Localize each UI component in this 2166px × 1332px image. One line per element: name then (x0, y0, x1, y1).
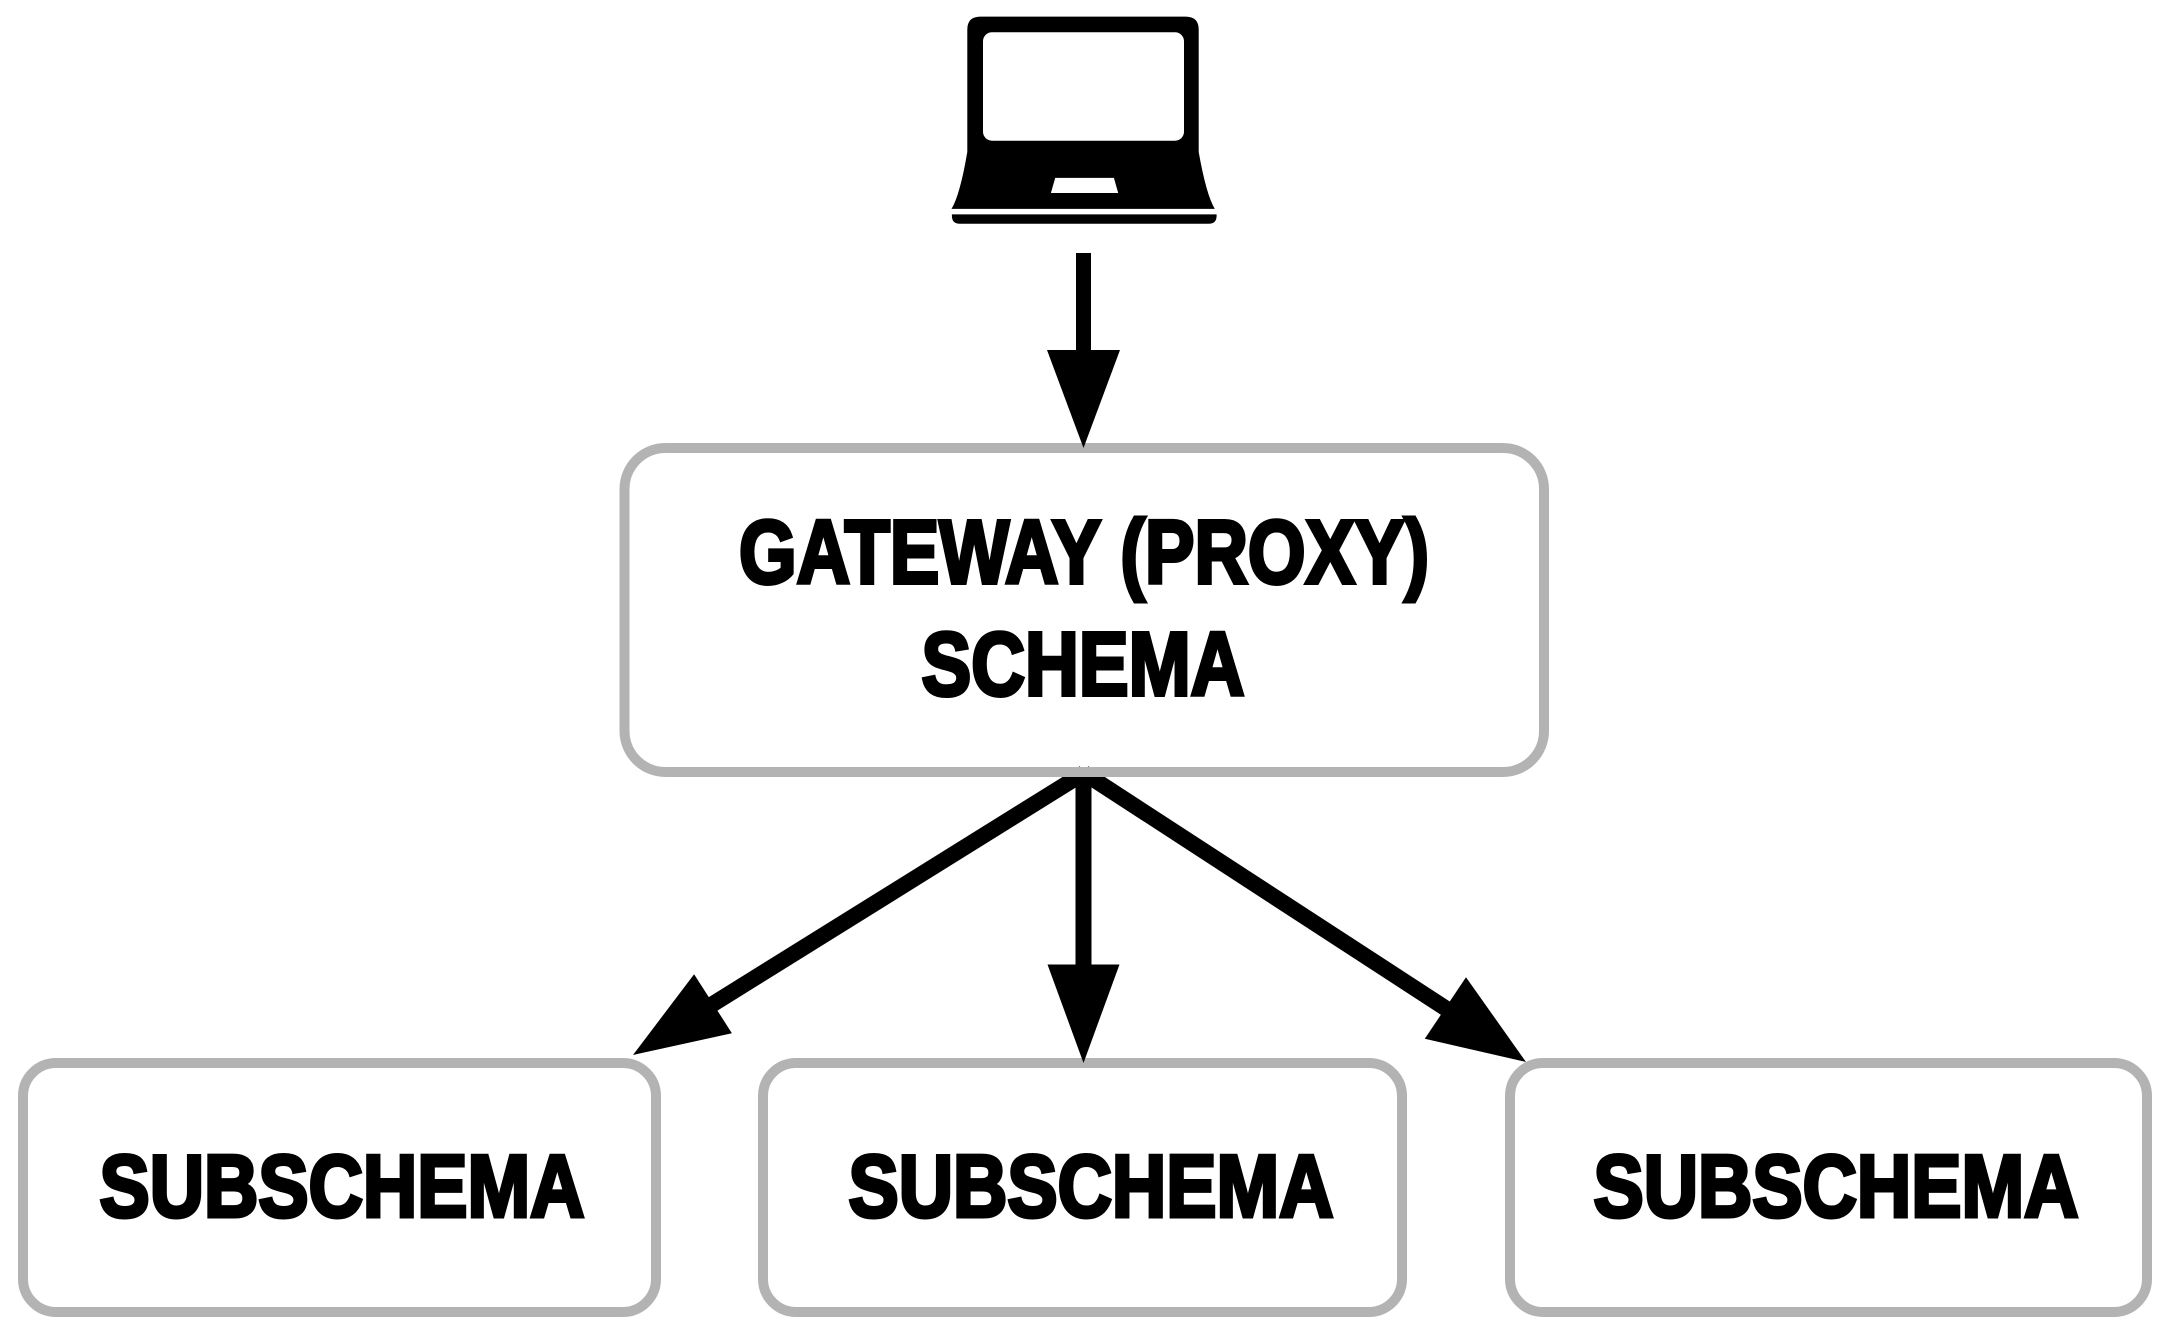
svg-text:SUBSCHEMA: SUBSCHEMA (1594, 1137, 2079, 1236)
svg-text:SUBSCHEMA: SUBSCHEMA (849, 1137, 1334, 1236)
svg-text:SUBSCHEMA: SUBSCHEMA (100, 1137, 585, 1236)
svg-text:SCHEMA: SCHEMA (922, 615, 1245, 715)
svg-text:GATEWAY (PROXY): GATEWAY (PROXY) (739, 503, 1429, 603)
